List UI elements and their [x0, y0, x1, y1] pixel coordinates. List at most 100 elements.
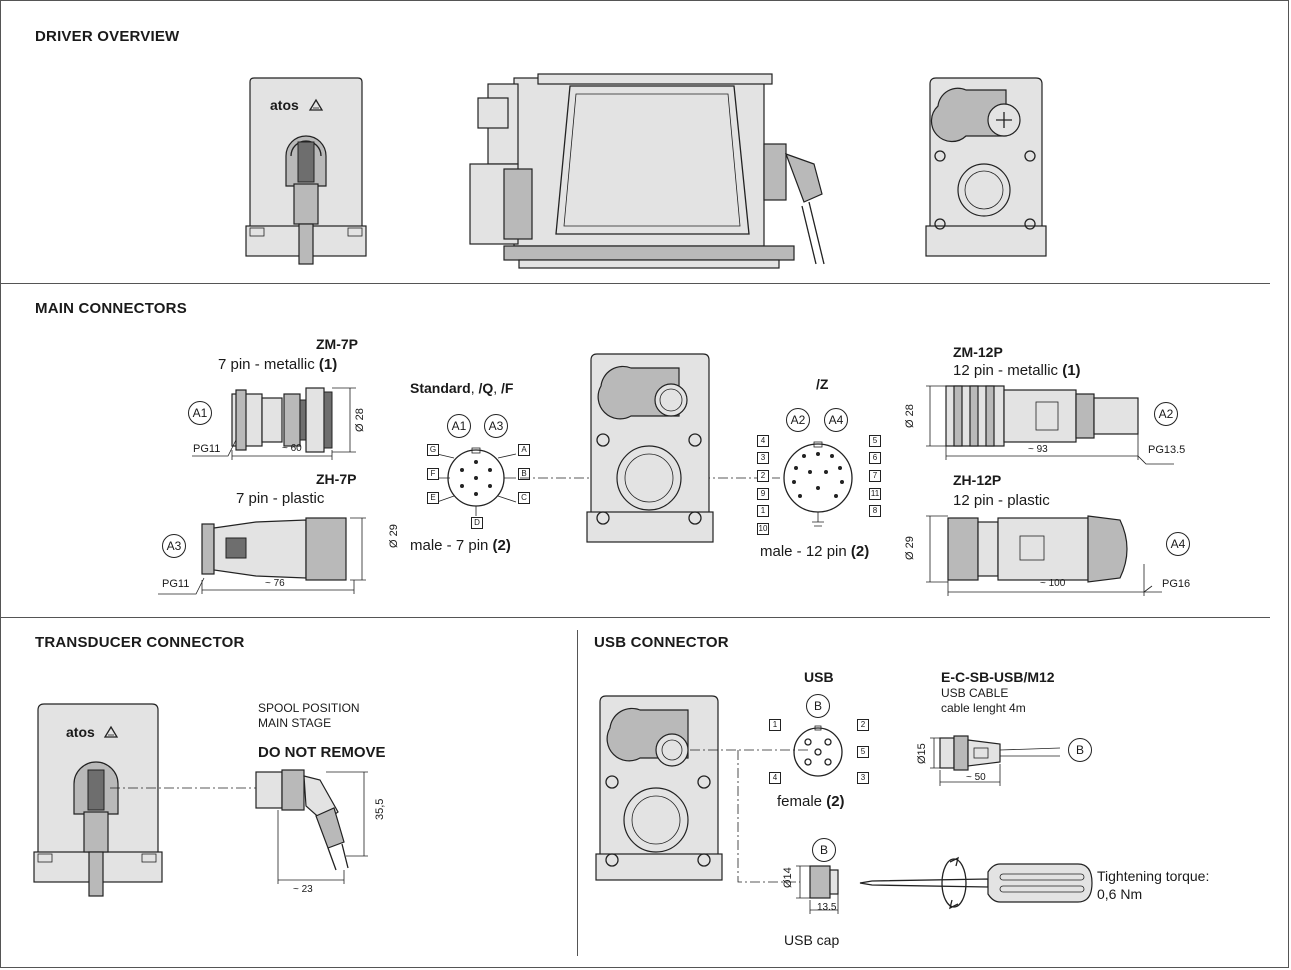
section-title-main-connectors: MAIN CONNECTORS: [35, 300, 187, 317]
std-pin-f: F: [427, 468, 439, 480]
zh12p-connector-drawing: [926, 515, 1162, 596]
usb-center-lines: [690, 749, 808, 883]
section-title-driver-overview: DRIVER OVERVIEW: [35, 28, 180, 45]
atos-logo-transducer: atos: [66, 724, 95, 740]
zh12p-desc: 12 pin - plastic: [953, 492, 1050, 509]
std-pin-d: D: [471, 517, 483, 529]
usb-cap-caption: USB cap: [784, 932, 840, 948]
zm7p-pg: PG11: [193, 443, 221, 455]
z-pin-5: 5: [869, 435, 881, 447]
standard-label-a1: A1: [447, 414, 471, 438]
transducer-line2: MAIN STAGE: [258, 716, 332, 730]
usb-cable-drawing: [930, 735, 1061, 786]
usb-pin-2: 2: [857, 719, 869, 731]
z-pin-9: 9: [757, 488, 769, 500]
z-pin-3: 3: [757, 452, 769, 464]
zh7p-desc: 7 pin - plastic: [236, 490, 325, 507]
zh12p-title: ZH-12P: [953, 472, 1002, 488]
zh12p-len: ~ 100: [1040, 578, 1066, 589]
main-driver-rear-view: [586, 353, 714, 543]
std-pin-a: A: [518, 444, 530, 456]
divider-1: [0, 283, 1270, 284]
usb-cable-label-b: B: [1068, 738, 1092, 762]
usb-cable-line1: USB CABLE: [941, 686, 1009, 700]
standard-caption: male - 7 pin (2): [410, 537, 511, 554]
zh12p-dia: Ø 29: [904, 536, 916, 560]
usb-cable-dia: Ø15: [916, 743, 928, 764]
torque-line1: Tightening torque:: [1097, 868, 1210, 884]
z-pin-11: 11: [869, 488, 881, 500]
zm12p-connector-drawing: [926, 385, 1174, 465]
usb-cable-len: ~ 50: [966, 772, 986, 783]
zh7p-title: ZH-7P: [316, 471, 357, 487]
zh7p-pg: PG11: [162, 578, 190, 590]
torque-line2: 0,6 Nm: [1097, 886, 1143, 902]
usb-title: USB: [804, 669, 834, 685]
transducer-height: 35,5: [374, 798, 386, 820]
zh7p-label-a3: A3: [162, 534, 186, 558]
z-label-a2: A2: [786, 408, 810, 432]
usb-cap-len: 13.5: [817, 902, 837, 913]
usb-caption: female (2): [777, 793, 845, 810]
zm7p-desc: 7 pin - metallic (1): [218, 356, 338, 373]
section-title-transducer-connector: TRANSDUCER CONNECTOR: [35, 634, 245, 651]
usb-5pin-face: [793, 725, 843, 777]
z-pin-4: 4: [757, 435, 769, 447]
usb-pin-4: 4: [769, 772, 781, 784]
zh7p-connector-drawing: [158, 517, 366, 595]
std-pin-e: E: [427, 492, 439, 504]
zm12p-len: ~ 93: [1028, 444, 1048, 455]
zm7p-connector-drawing: [192, 387, 356, 460]
usb-pin-1: 1: [769, 719, 781, 731]
usb-cap-drawing: [796, 865, 839, 914]
z-caption: male - 12 pin (2): [760, 543, 870, 560]
transducer-line1: SPOOL POSITION: [258, 701, 360, 715]
zh12p-pg: PG16: [1162, 578, 1191, 590]
std-pin-g: G: [427, 444, 439, 456]
usb-cable-title: E-C-SB-USB/M12: [941, 669, 1055, 685]
z-title: /Z: [816, 376, 829, 392]
std-pin-c: C: [518, 492, 530, 504]
usb-pin-3: 3: [857, 772, 869, 784]
zm7p-title: ZM-7P: [316, 336, 358, 352]
zm12p-pg: PG13.5: [1148, 444, 1186, 456]
zm7p-dia: Ø 28: [354, 408, 366, 432]
standard-title: Standard, /Q, /F: [410, 380, 514, 396]
screwdriver-drawing: [859, 856, 1093, 910]
transducer-connector-drawing: [255, 769, 368, 884]
atos-logo-front: atos: [270, 97, 299, 113]
usb-driver-rear-view: [595, 695, 723, 881]
zm12p-title: ZM-12P: [953, 344, 1003, 360]
divider-vertical: [577, 630, 578, 956]
zm12p-label-a2: A2: [1154, 402, 1178, 426]
usb-cap-label-b: B: [812, 838, 836, 862]
section-title-usb-connector: USB CONNECTOR: [594, 634, 729, 651]
driver-rear-view: [925, 77, 1047, 257]
usb-cable-line2: cable lenght 4m: [941, 701, 1026, 715]
transducer-center-line: [110, 787, 270, 789]
usb-cap-dia: Ø14: [782, 867, 794, 888]
z-label-a4: A4: [824, 408, 848, 432]
transducer-width: ~ 23: [293, 884, 313, 895]
standard-7pin-face: [436, 447, 517, 516]
atos-triangle-icon-2: [103, 725, 119, 738]
z-pin-6: 6: [869, 452, 881, 464]
zh7p-dia: Ø 29: [388, 524, 400, 548]
usb-label-b: B: [806, 694, 830, 718]
zm12p-dia: Ø 28: [904, 404, 916, 428]
zh12p-label-a4: A4: [1166, 532, 1190, 556]
transducer-warning: DO NOT REMOVE: [258, 744, 386, 761]
std-pin-b: B: [518, 468, 530, 480]
z-pin-8: 8: [869, 505, 881, 517]
standard-label-a3: A3: [484, 414, 508, 438]
z-12pin-face: [783, 441, 853, 527]
zm7p-label-a1: A1: [188, 401, 212, 425]
divider-2: [0, 617, 1270, 618]
z-pin-7: 7: [869, 470, 881, 482]
zh7p-len: ~ 76: [265, 578, 285, 589]
z-pin-10: 10: [757, 523, 769, 535]
usb-pin-5: 5: [857, 746, 869, 758]
z-pin-2: 2: [757, 470, 769, 482]
atos-triangle-icon: [308, 98, 324, 111]
